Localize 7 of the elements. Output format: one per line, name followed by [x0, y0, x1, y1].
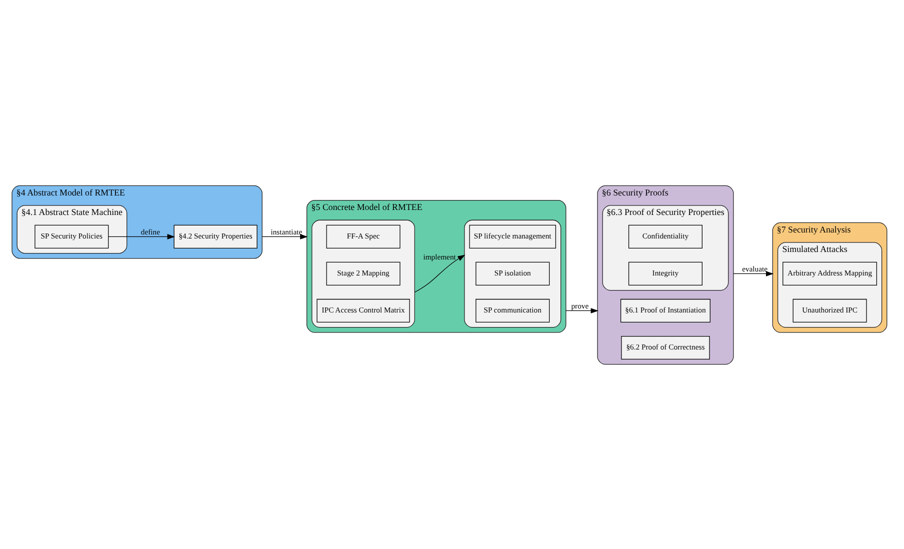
arrow: [108, 234, 175, 239]
arrow: [733, 270, 774, 276]
arrow: [566, 308, 598, 313]
arrow: [414, 254, 466, 292]
cluster: [312, 219, 415, 328]
cluster: [464, 219, 562, 328]
arrow: [262, 234, 308, 239]
